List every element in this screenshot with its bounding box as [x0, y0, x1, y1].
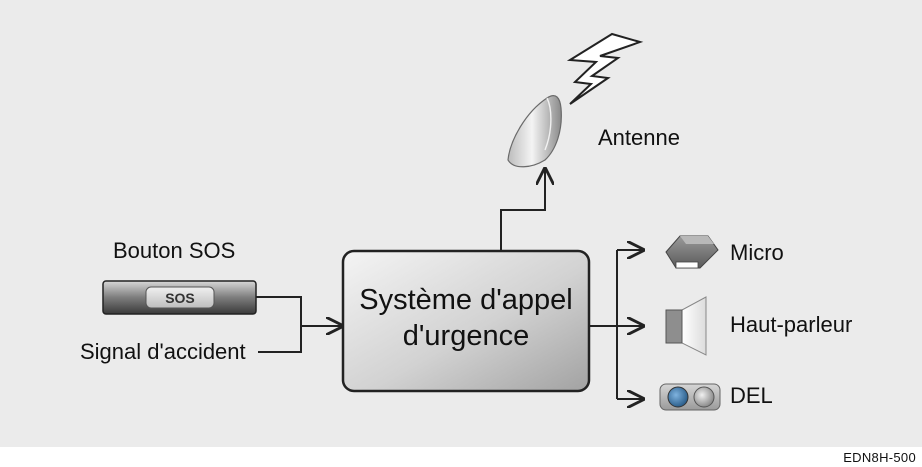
crash-signal-connector: [258, 326, 302, 353]
center-label-line1: Système d'appel: [359, 284, 573, 316]
antenna-label: Antenne: [598, 125, 680, 150]
center-label-line2: d'urgence: [402, 320, 530, 352]
microphone-label: Micro: [730, 240, 784, 265]
sos-button-icon: SOS: [102, 280, 257, 315]
emergency-call-system-label: Système d'appel d'urgence: [343, 282, 589, 354]
figure-code: EDN8H-500: [843, 450, 916, 465]
led-icon: [659, 383, 721, 411]
connectors: [256, 169, 643, 399]
speaker-icon: [665, 296, 707, 356]
lightning-icon: [566, 32, 644, 105]
emergency-call-system-box: [341, 249, 591, 393]
led-label: DEL: [730, 383, 773, 408]
crash-signal-label: Signal d'accident: [80, 339, 246, 364]
sos-button-label: Bouton SOS: [113, 238, 236, 263]
speaker-label: Haut-parleur: [730, 312, 853, 337]
sos-button-face-text: SOS: [165, 290, 195, 306]
antenna-icon: [507, 95, 562, 168]
microphone-icon: [665, 235, 719, 269]
system-to-antenna-connector: [500, 169, 545, 252]
sos-to-system-connector: [256, 296, 342, 326]
